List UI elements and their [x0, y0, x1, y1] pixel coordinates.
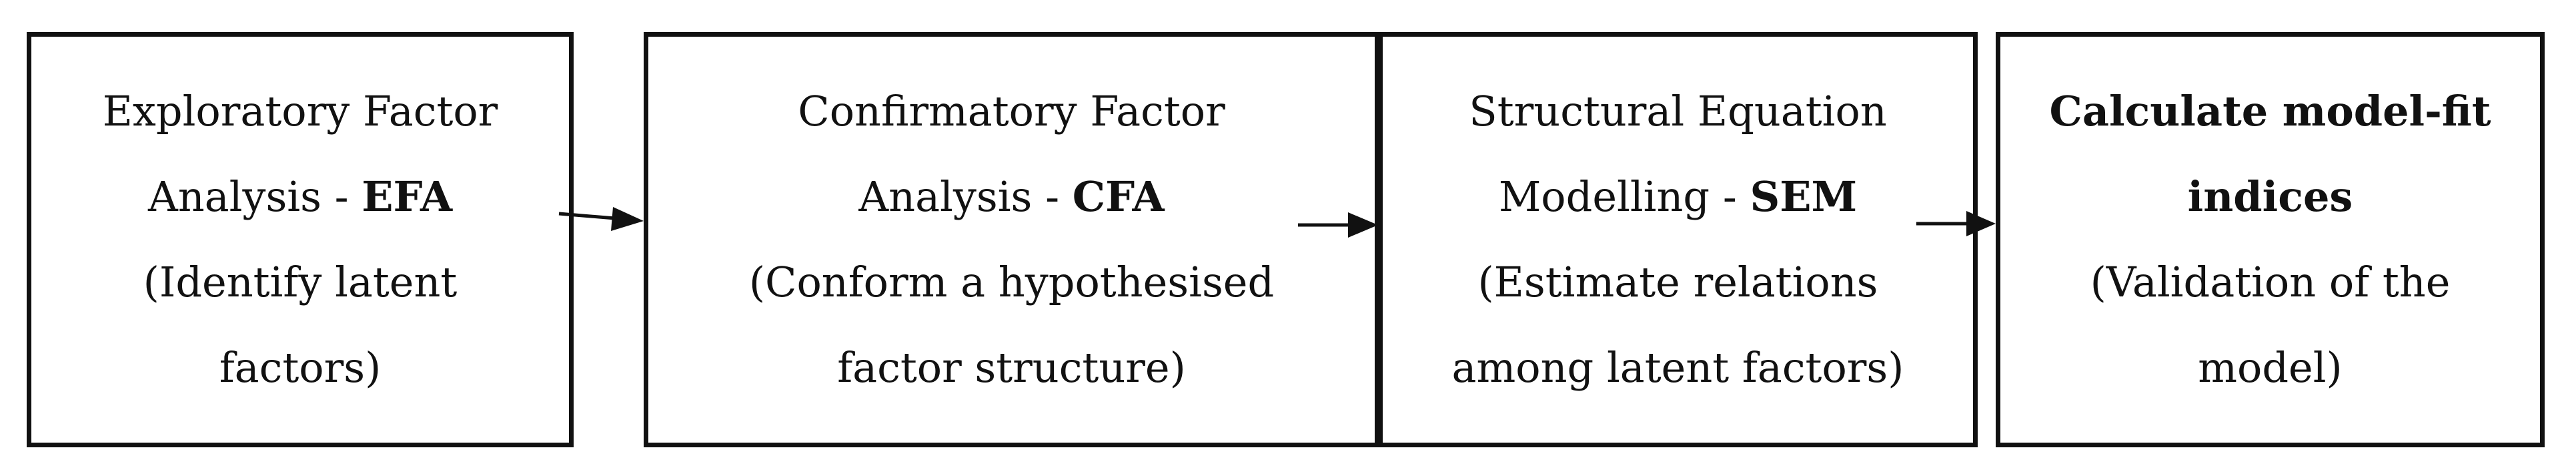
step-efa-box: Exploratory Factor Analysis - EFA (Ident… — [27, 32, 574, 447]
step-efa-line2: Analysis - EFA — [148, 154, 452, 240]
step-cfa-acronym: CFA — [1072, 172, 1165, 221]
step-efa-line3: (Identify latent — [143, 258, 458, 306]
step-efa-line4: factors) — [219, 343, 382, 392]
step-cfa-line3: (Conform a hypothesised — [748, 258, 1275, 306]
step-cfa-line1: Confirmatory Factor — [798, 87, 1225, 136]
step-efa-prefix: Analysis - — [147, 172, 362, 221]
step-sem-line3: (Estimate relations — [1477, 258, 1878, 306]
step-fit-line1: Calculate model-fit — [2049, 87, 2491, 136]
step-fit-line3: (Validation of the — [2090, 258, 2451, 306]
step-sem-line2: Modelling - SEM — [1499, 154, 1857, 240]
step-efa-line1: Exploratory Factor — [102, 87, 498, 136]
step-sem-acronym: SEM — [1750, 172, 1858, 221]
step-fit-line4: model) — [2198, 343, 2343, 392]
step-sem-line4: among latent factors) — [1451, 343, 1904, 392]
step-cfa-prefix: Analysis - — [858, 172, 1073, 221]
step-cfa-line2: Analysis - CFA — [858, 154, 1164, 240]
step-model-fit-box: Calculate model-fit indices (Validation … — [1996, 32, 2545, 447]
step-cfa-box: Confirmatory Factor Analysis - CFA (Conf… — [644, 32, 1379, 447]
step-cfa-line4: factor structure) — [837, 343, 1186, 392]
step-sem-line1: Structural Equation — [1469, 87, 1887, 136]
step-sem-box: Structural Equation Modelling - SEM (Est… — [1378, 32, 1978, 447]
step-efa-acronym: EFA — [362, 172, 453, 221]
step-fit-line2: indices — [2187, 172, 2353, 221]
step-sem-prefix: Modelling - — [1498, 172, 1750, 221]
